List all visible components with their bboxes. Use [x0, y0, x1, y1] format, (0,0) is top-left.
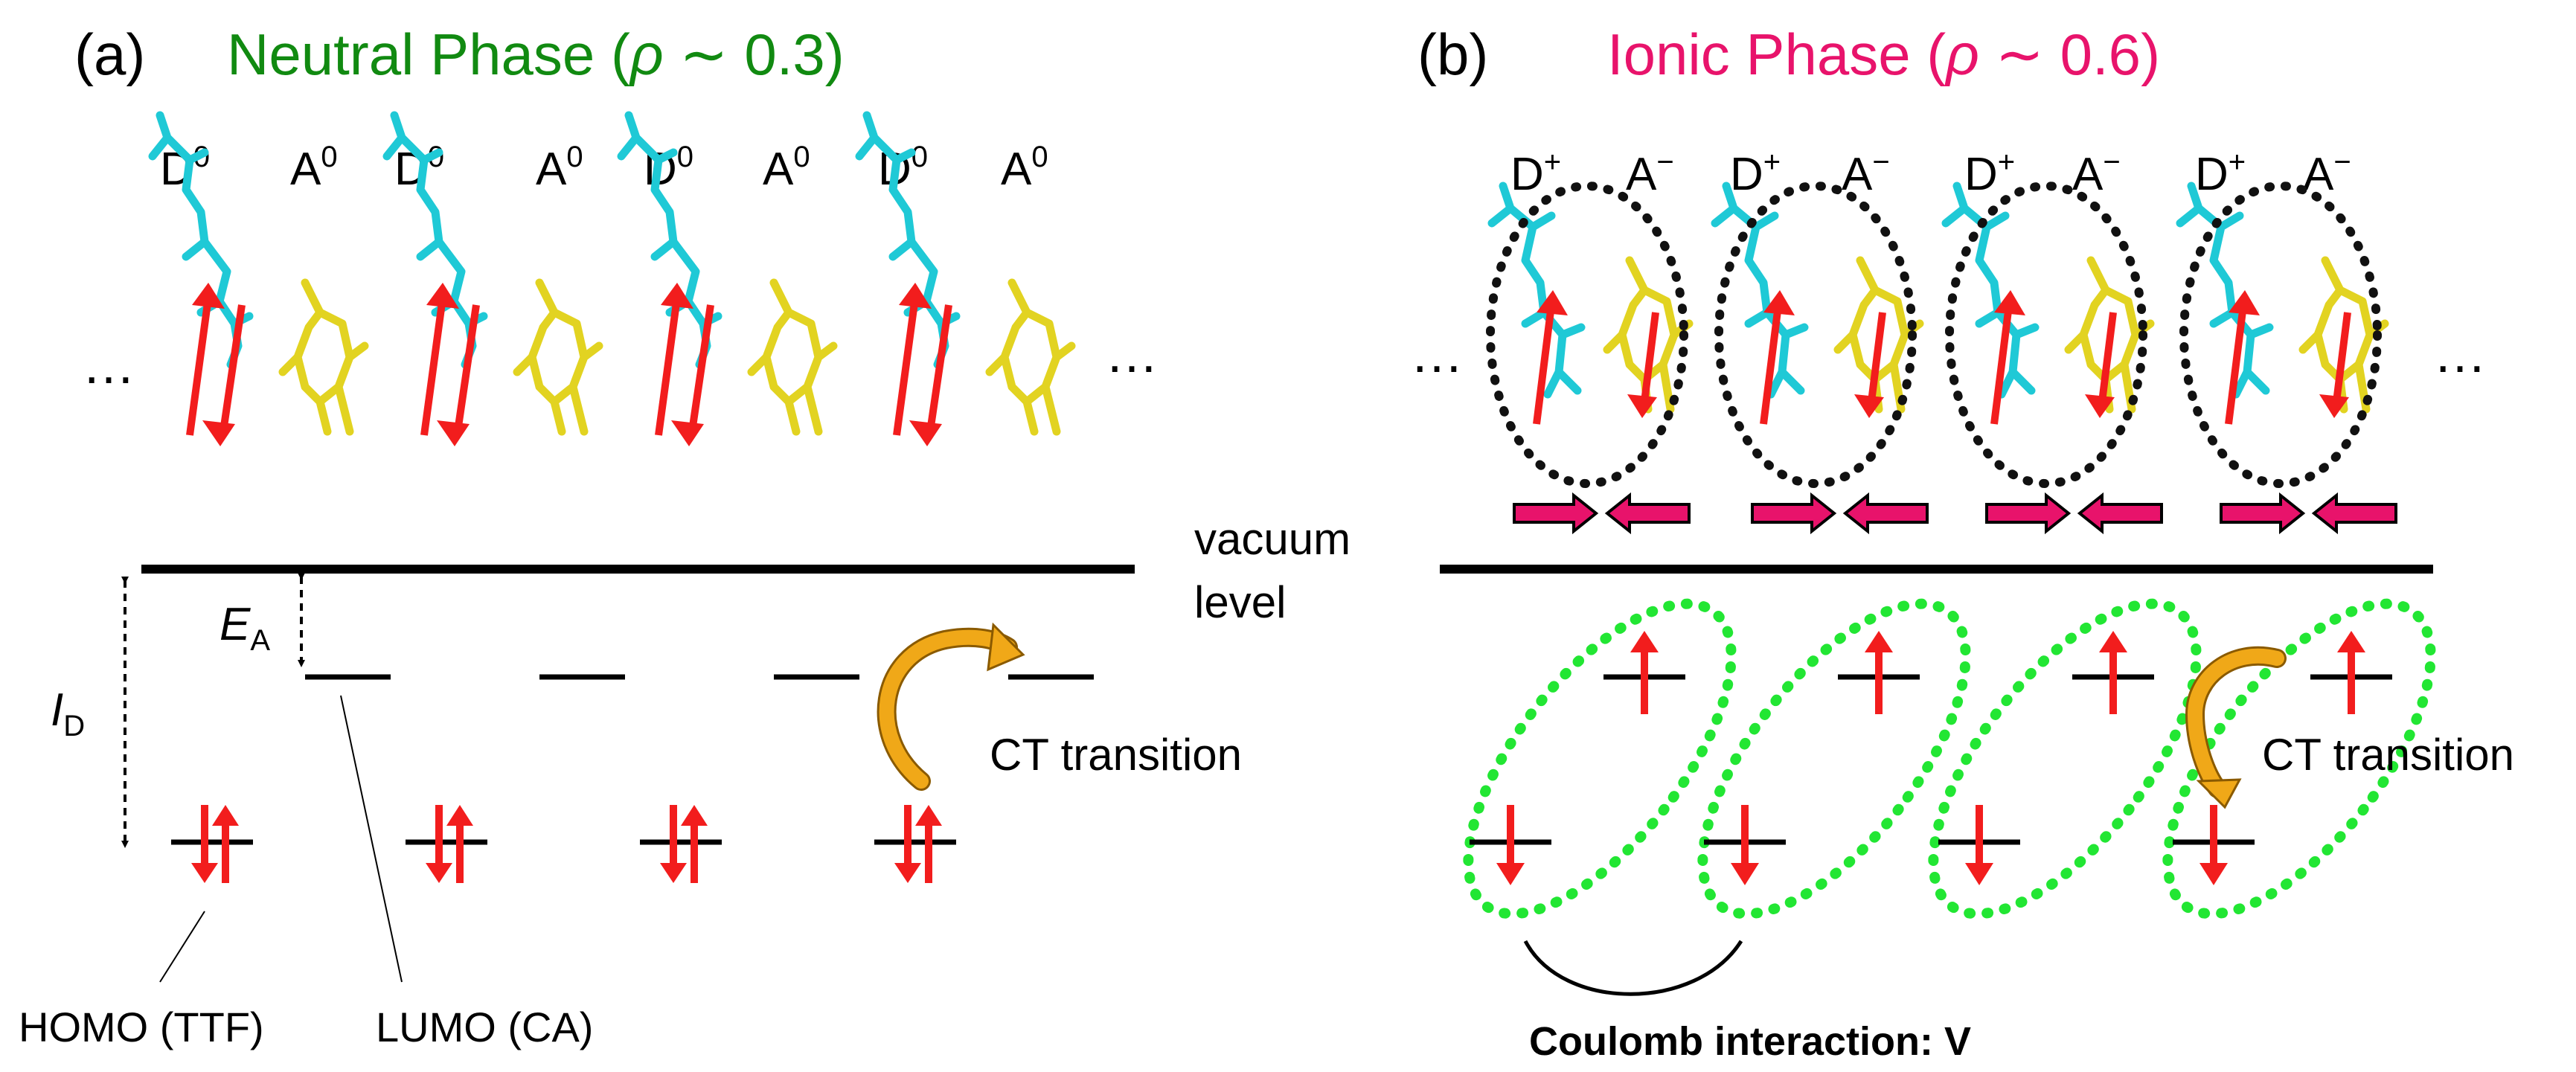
panel-a-acceptor-molecules	[278, 278, 1076, 436]
label-dplus-1: D+	[1510, 146, 1561, 200]
vacuum-label-line2: level	[1194, 577, 1286, 627]
panel-b-homo-levels	[1470, 805, 2255, 885]
panel-a-ellipsis-right: …	[1105, 324, 1159, 384]
label-a0-4: A0	[1001, 141, 1048, 195]
panel-a-title-tail: ∼ 0.3)	[664, 22, 845, 87]
acceptor-molecule	[513, 278, 603, 436]
coulomb-ellipse	[1463, 598, 1737, 919]
dimer-ellipse	[2179, 182, 2382, 488]
label-aminus-1: A−	[1626, 146, 1674, 200]
panel-b-donor-molecules	[1487, 182, 2274, 399]
label-a0-3: A0	[763, 141, 810, 195]
vacuum-label-line1: vacuum	[1194, 514, 1351, 564]
coulomb-ellipse	[1697, 598, 1971, 919]
lumo-label: LUMO (CA)	[376, 1004, 593, 1050]
up-arrow-icon	[186, 297, 212, 436]
coulomb-ellipse	[1928, 598, 2202, 919]
block-arrow-icon	[1751, 492, 1929, 535]
panel-b-title-tail: ∼ 0.6)	[1979, 22, 2160, 87]
panel-b-lumo-levels	[1603, 631, 2392, 714]
down-arrow-icon	[1641, 312, 1659, 402]
panel-b-title-rho: ρ	[1944, 22, 1979, 87]
panel-a: (a) Neutral Phase (ρ ∼ 0.3) D0 A0 D0 A0 …	[19, 22, 1351, 1050]
down-arrow-icon	[220, 304, 246, 432]
homo-levels	[171, 805, 956, 883]
homo-level	[406, 805, 487, 883]
acceptor-molecule	[2298, 256, 2389, 414]
label-a0-2: A0	[536, 141, 583, 195]
panel-b-spins	[1533, 290, 2351, 425]
ea-label: EA	[220, 599, 270, 657]
dimer-ellipse	[1945, 182, 2147, 488]
panel-a-molecule-labels: D0 A0 D0 A0 D0 A0 D0 A0	[160, 141, 1048, 195]
dimer-ellipse	[1714, 182, 1917, 488]
acceptor-molecule	[2064, 256, 2155, 414]
panel-b-acceptor-molecules	[1603, 256, 2389, 414]
label-d0-3: D0	[644, 141, 693, 195]
label-dplus-2: D+	[1730, 146, 1781, 200]
dimer-ellipses	[1486, 182, 2382, 488]
label-aminus-2: A−	[1842, 146, 1890, 200]
coulomb-ellipses	[1463, 598, 2436, 919]
curved-arrow-icon	[2185, 646, 2287, 809]
acceptor-molecule	[1603, 256, 1694, 414]
spin-pair	[186, 283, 246, 446]
panel-a-title-text: Neutral Phase (	[227, 22, 630, 87]
block-arrow-icon	[1513, 492, 1691, 535]
dimer-ellipse	[1486, 182, 1688, 488]
acceptor-molecule	[1833, 256, 1924, 414]
panel-a-tag: (a)	[74, 22, 145, 87]
panel-b-ellipsis-left: …	[1410, 324, 1464, 384]
panel-a-title: Neutral Phase (ρ ∼ 0.3)	[227, 22, 845, 87]
homo-level	[874, 805, 956, 883]
donor-molecule	[1711, 182, 1809, 399]
curved-arrow-icon	[877, 622, 1025, 791]
panel-a-ellipsis-left: …	[82, 336, 135, 395]
panel-a-title-rho: ρ	[629, 22, 664, 87]
homo-leader	[159, 911, 205, 983]
donor-molecule	[1941, 182, 2040, 399]
homo-label: HOMO (TTF)	[19, 1004, 264, 1050]
acceptor-molecule	[985, 278, 1076, 436]
panel-a-spin-pairs	[186, 283, 952, 446]
block-arrow-icon	[2220, 492, 2397, 535]
lumo-leader	[340, 695, 403, 983]
panel-b-ellipsis-right: …	[2433, 324, 2487, 384]
panel-b-title-text: Ionic Phase (	[1607, 22, 1946, 87]
panel-b-tag: (b)	[1417, 22, 1488, 87]
pair-arrows	[1513, 492, 2397, 535]
coulomb-arc	[1523, 940, 1743, 996]
label-dplus-4: D+	[2195, 146, 2246, 200]
donor-molecule	[1487, 182, 1586, 399]
panel-b-molecule-labels: D+ A− D+ A− D+ A− D+ A−	[1510, 146, 2351, 200]
spin-pair	[655, 283, 714, 446]
panel-b-title: Ionic Phase (ρ ∼ 0.6)	[1607, 22, 2160, 87]
block-arrow-icon	[1985, 492, 2163, 535]
coulomb-label: Coulomb interaction: V	[1529, 1019, 1971, 1064]
label-a0-1: A0	[290, 141, 338, 195]
panel-b: (b) Ionic Phase (ρ ∼ 0.6) D+ A− D+ A− D+…	[1410, 22, 2514, 1064]
label-aminus-3: A−	[2072, 146, 2121, 200]
panel-b-ct-label: CT transition	[2262, 730, 2514, 780]
coulomb-ellipse	[2162, 598, 2436, 919]
up-arrow-icon	[1533, 304, 1555, 425]
label-dplus-3: D+	[1964, 146, 2015, 200]
donor-molecule	[2176, 182, 2274, 399]
acceptor-molecule	[278, 278, 369, 436]
homo-level	[171, 805, 253, 883]
label-aminus-4: A−	[2303, 146, 2351, 200]
spin-pair	[893, 283, 952, 446]
acceptor-molecule	[747, 278, 838, 436]
id-label: ID	[51, 684, 85, 742]
panel-a-ct-label: CT transition	[990, 730, 1242, 780]
homo-level	[640, 805, 722, 883]
spin-pair	[420, 283, 480, 446]
